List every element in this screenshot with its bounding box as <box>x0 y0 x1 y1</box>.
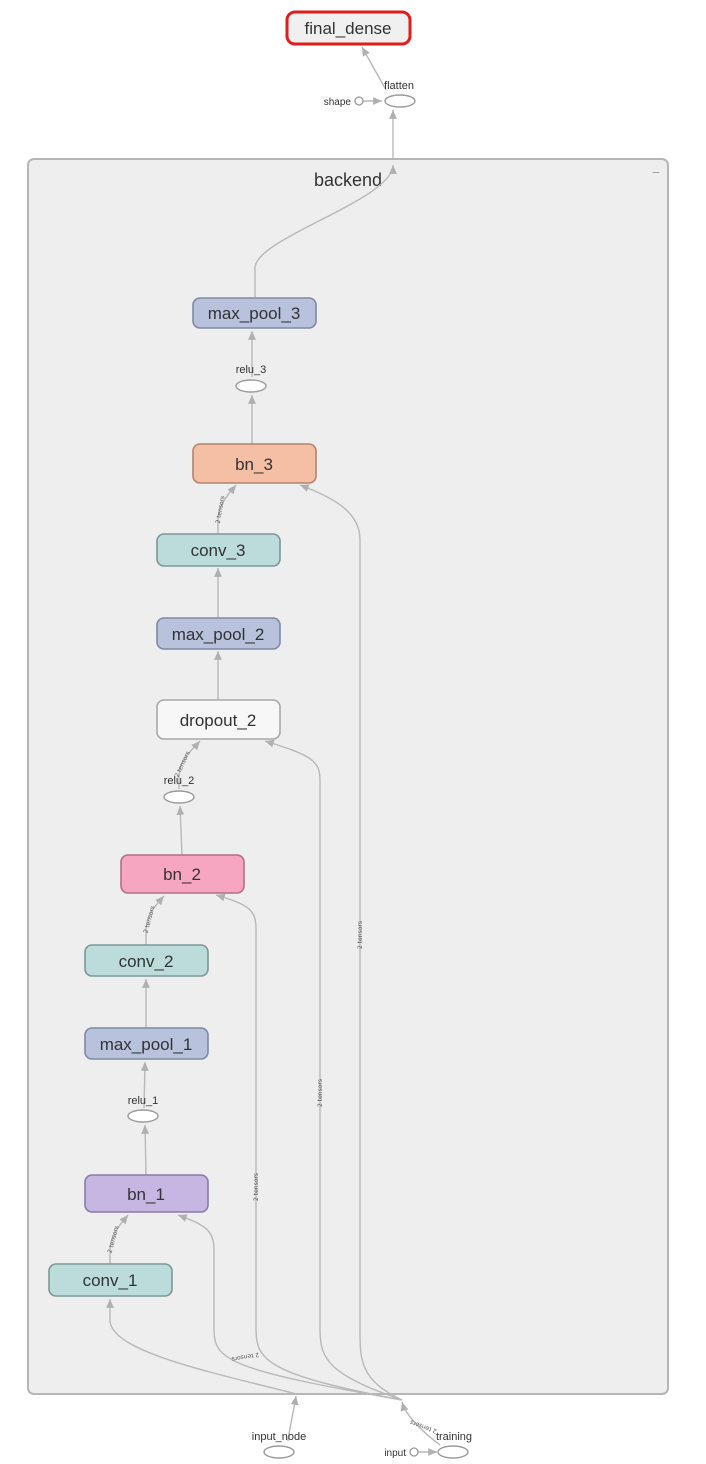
conv-1-label: conv_1 <box>83 1271 138 1290</box>
edge-training-bn-3 <box>299 484 403 1401</box>
relu-2-oval[interactable] <box>163 790 195 804</box>
edge-conv-1-bn-1 <box>109 1214 129 1264</box>
edge-conv-3-bn-3 <box>217 484 237 534</box>
edge-label-training-bn3: 2 tensors <box>357 921 364 949</box>
node-max-pool-2[interactable]: max_pool_2 <box>156 617 281 650</box>
conv-1-box[interactable] <box>48 1263 173 1297</box>
conv-3-label: conv_3 <box>191 541 246 560</box>
max-pool-3-label: max_pool_3 <box>208 304 301 323</box>
edge-bn-1-relu-1 <box>141 1124 150 1176</box>
final-dense-box[interactable] <box>285 10 412 46</box>
bn-3-label: bn_3 <box>235 455 273 474</box>
node-final-dense[interactable]: final_dense <box>285 10 412 46</box>
input-node-label: input_node <box>252 1431 306 1443</box>
node-relu-1[interactable]: relu_1 <box>127 1095 159 1123</box>
node-relu-3[interactable]: relu_3 <box>235 364 267 393</box>
edge-conv-2-bn-2 <box>145 895 165 945</box>
relu-3-label: relu_3 <box>236 364 267 376</box>
edge-flatten-final-dense <box>361 46 387 91</box>
edges <box>106 46 441 1456</box>
training-oval[interactable] <box>437 1445 469 1459</box>
training-label: training <box>436 1431 472 1443</box>
node-bn-2[interactable]: bn_2 <box>120 854 245 894</box>
edge-training-dropout-2 <box>264 739 403 1401</box>
dropout-2-box[interactable] <box>156 699 281 740</box>
node-max-pool-1[interactable]: max_pool_1 <box>84 1027 209 1060</box>
relu-2-label: relu_2 <box>164 775 195 787</box>
edge-bn-2-relu-2 <box>176 805 185 856</box>
input-const-icon[interactable] <box>409 1447 419 1457</box>
node-max-pool-3[interactable]: max_pool_3 <box>192 297 317 329</box>
input-node-oval[interactable] <box>263 1445 295 1459</box>
max-pool-1-label: max_pool_1 <box>100 1035 193 1054</box>
edge-input-node-in <box>287 1395 299 1442</box>
max-pool-1-box[interactable] <box>84 1027 209 1060</box>
bn-3-box[interactable] <box>192 443 317 484</box>
max-pool-2-label: max_pool_2 <box>172 625 265 644</box>
bn-2-label: bn_2 <box>163 865 201 884</box>
node-training[interactable]: training <box>436 1431 472 1459</box>
edge-training-bn-2 <box>215 893 403 1401</box>
edge-label-training-bn1: 2 tensors <box>231 1351 260 1363</box>
backend-group-box[interactable] <box>27 158 669 1395</box>
backend-group[interactable]: backend − <box>27 158 669 1395</box>
edge-label-training-bn2: 2 tensors <box>253 1173 260 1201</box>
edge-training-out <box>400 1401 441 1446</box>
edge-max-pool-3-out <box>254 164 397 298</box>
node-relu-2[interactable]: relu_2 <box>163 775 195 804</box>
edge-label-conv3-bn3: 2 tensors <box>215 495 227 524</box>
node-input[interactable]: input <box>384 1447 419 1459</box>
flatten-label: flatten <box>384 80 414 92</box>
edge-training-bn-1 <box>177 1214 403 1401</box>
edge-label-training-dropout: 2 tensors <box>317 1079 324 1107</box>
node-dropout-2[interactable]: dropout_2 <box>156 699 281 740</box>
node-conv-1[interactable]: conv_1 <box>48 1263 173 1297</box>
shape-const-icon[interactable] <box>354 96 364 106</box>
node-conv-2[interactable]: conv_2 <box>84 944 209 977</box>
node-input-node[interactable]: input_node <box>252 1431 306 1459</box>
final-dense-label: final_dense <box>305 19 392 38</box>
max-pool-2-box[interactable] <box>156 617 281 650</box>
node-bn-1[interactable]: bn_1 <box>84 1174 209 1213</box>
backend-group-label: backend <box>314 170 382 190</box>
node-flatten[interactable]: flatten <box>384 80 416 108</box>
dropout-2-label: dropout_2 <box>180 711 257 730</box>
edge-relu-1-max-pool-1 <box>140 1061 149 1109</box>
collapse-icon[interactable]: − <box>651 166 660 179</box>
flatten-oval[interactable] <box>384 94 416 108</box>
edge-relu-2-dropout-2 <box>178 740 201 789</box>
input-label: input <box>384 1448 406 1459</box>
relu-1-oval[interactable] <box>127 1109 159 1123</box>
conv-2-box[interactable] <box>84 944 209 977</box>
bn-1-box[interactable] <box>84 1174 209 1213</box>
edge-input-node-conv-1 <box>106 1299 298 1395</box>
conv-2-label: conv_2 <box>119 952 174 971</box>
bn-2-box[interactable] <box>120 854 245 894</box>
max-pool-3-box[interactable] <box>192 297 317 329</box>
node-shape[interactable]: shape <box>324 96 364 108</box>
relu-1-label: relu_1 <box>128 1095 159 1107</box>
bn-1-label: bn_1 <box>127 1185 165 1204</box>
conv-3-box[interactable] <box>156 533 281 567</box>
shape-label: shape <box>324 97 352 108</box>
relu-3-oval[interactable] <box>235 379 267 393</box>
node-bn-3[interactable]: bn_3 <box>192 443 317 484</box>
node-conv-3[interactable]: conv_3 <box>156 533 281 567</box>
